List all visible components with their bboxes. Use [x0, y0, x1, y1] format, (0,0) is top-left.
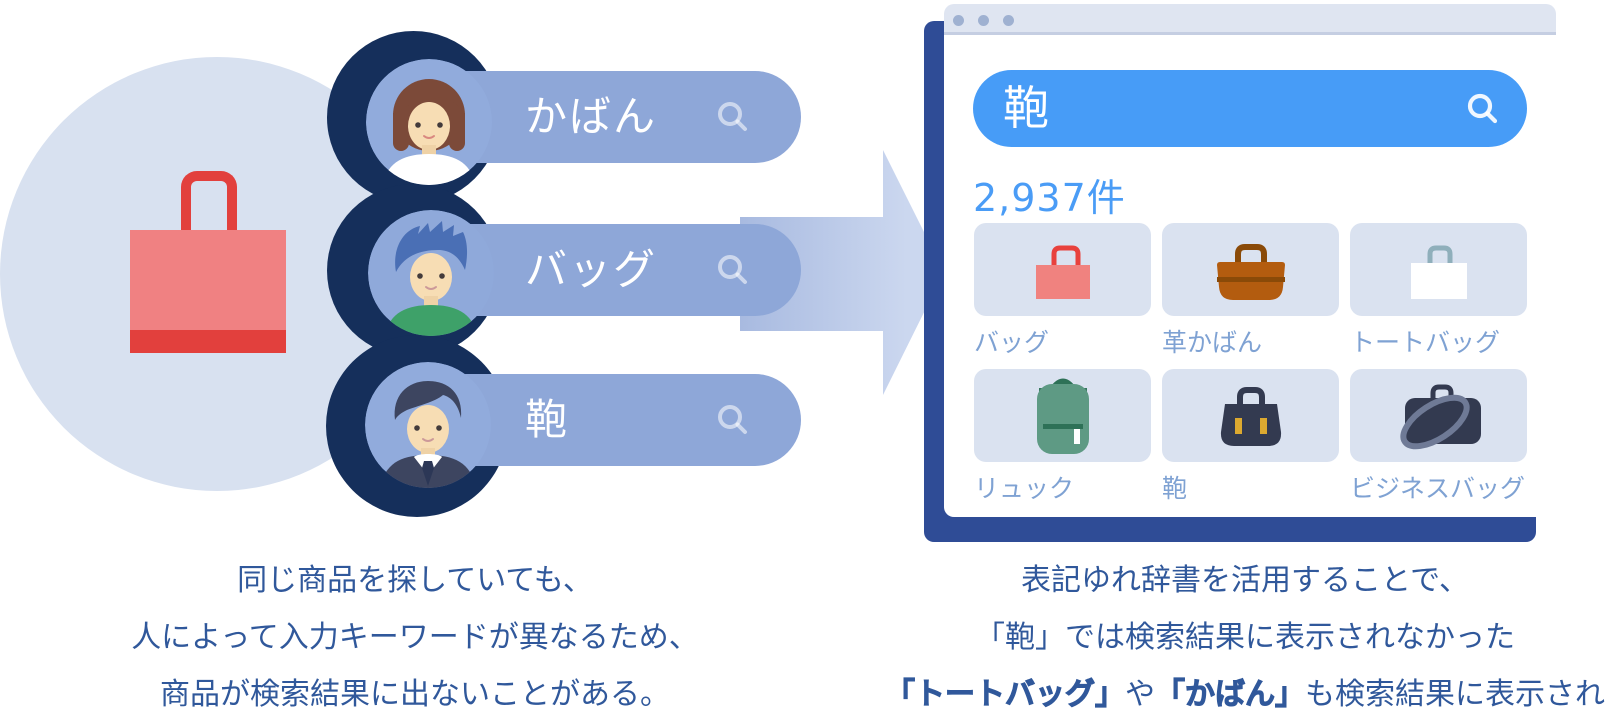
- leather-bag-icon: [1216, 243, 1285, 300]
- highlight-kaban: 「かばん」: [1155, 677, 1306, 708]
- dark-bag-icon: [1220, 386, 1281, 446]
- search-input-value: 鞄: [1003, 81, 1049, 135]
- browser-titlebar: [944, 4, 1556, 35]
- business-bag-icon: [1399, 384, 1481, 449]
- product-card[interactable]: 革かばん: [1162, 223, 1339, 359]
- red-bag-body-icon: [130, 230, 286, 330]
- right-caption-line3: 「トートバッグ」や「かばん」も検索結果に表示される。: [875, 666, 1615, 708]
- search-input[interactable]: 鞄: [973, 70, 1527, 147]
- product-label: バッグ: [974, 328, 1050, 357]
- window-dot-icon: [953, 15, 964, 26]
- search-icon[interactable]: [715, 99, 751, 135]
- product-label: 革かばん: [1162, 328, 1263, 357]
- query-text: 鞄: [525, 395, 570, 444]
- browser-window: 鞄 2,937件 バッグ: [944, 4, 1556, 517]
- query-text: かばん: [525, 92, 658, 141]
- product-label: トートバッグ: [1350, 328, 1501, 357]
- avatar-woman: [366, 59, 492, 185]
- right-caption: 表記ゆれ辞書を活用することで、 「鞄」では検索結果に表示されなかった 「トートバ…: [875, 552, 1615, 708]
- product-label: ビジネスバッグ: [1350, 474, 1526, 503]
- product-card[interactable]: 鞄: [1162, 369, 1339, 505]
- highlight-tote-bag: 「トートバッグ」: [885, 677, 1126, 708]
- product-card[interactable]: リュック: [974, 369, 1151, 505]
- search-icon[interactable]: [1465, 91, 1501, 127]
- search-icon[interactable]: [715, 402, 751, 438]
- query-text: バッグ: [525, 245, 658, 294]
- product-tile[interactable]: [1162, 369, 1339, 462]
- red-bag-handle-icon: [181, 171, 237, 243]
- left-caption-line3: 商品が検索結果に出ないことがある。: [160, 677, 670, 708]
- product-card[interactable]: ビジネスバッグ: [1350, 369, 1527, 505]
- tote-bag-icon: [1410, 245, 1467, 299]
- result-count: 2,937件: [973, 176, 1126, 220]
- product-tile[interactable]: [974, 369, 1151, 462]
- search-icon[interactable]: [715, 252, 751, 288]
- product-tile[interactable]: [974, 223, 1151, 316]
- right-caption-line1: 表記ゆれ辞書を活用することで、: [1021, 563, 1469, 598]
- avatar-young-man: [368, 210, 494, 336]
- right-caption-line2: 「鞄」では検索結果に表示されなかった: [975, 620, 1515, 655]
- product-card[interactable]: トートバッグ: [1350, 223, 1527, 359]
- product-label: リュック: [974, 474, 1075, 503]
- product-tile[interactable]: [1162, 223, 1339, 316]
- left-caption: 同じ商品を探していても、 人によって入力キーワードが異なるため、 商品が検索結果…: [85, 552, 745, 708]
- window-dot-icon: [1003, 15, 1014, 26]
- red-bag-bottom-icon: [130, 330, 286, 353]
- window-dot-icon: [978, 15, 989, 26]
- product-label: 鞄: [1162, 474, 1188, 503]
- product-tile[interactable]: [1350, 369, 1527, 462]
- left-caption-line1: 同じ商品を探していても、: [237, 563, 593, 598]
- avatar-businessman: [365, 362, 491, 488]
- red-bag-icon: [1035, 245, 1090, 299]
- backpack-icon: [1036, 378, 1089, 454]
- product-card[interactable]: バッグ: [974, 223, 1151, 359]
- left-caption-line2: 人によって入力キーワードが異なるため、: [131, 620, 699, 655]
- product-tile[interactable]: [1350, 223, 1527, 316]
